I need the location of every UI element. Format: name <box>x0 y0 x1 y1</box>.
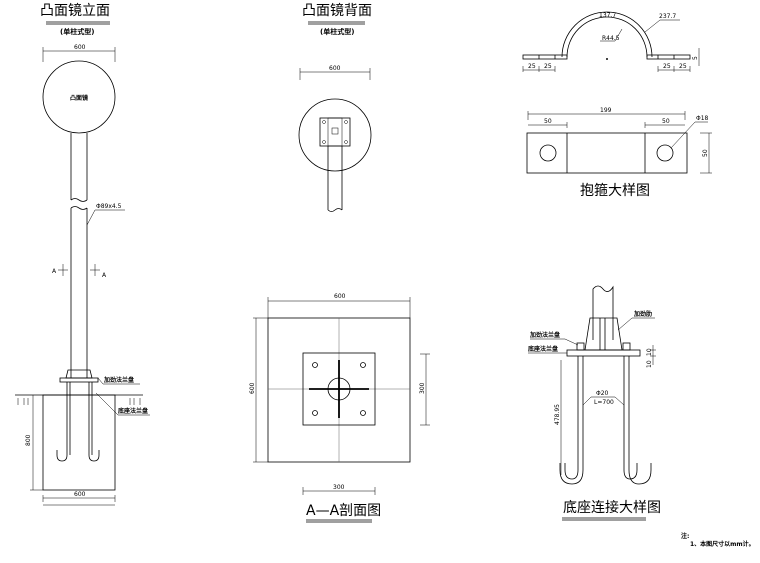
hoop-detail: 137.7 237.7 R44.5 25 25 25 25 5 199 50 5… <box>522 11 712 199</box>
detail-plate-dim: 10 <box>646 360 653 368</box>
elevation-title: 凸面镜立面 <box>40 3 110 19</box>
elevation-view: 凸面镜立面 (单柱式型) 600 凸面镜 Φ89x4.5 A A 加劲法兰盘 底… <box>15 3 150 506</box>
hoop-tab-2: 25 <box>544 63 552 70</box>
back-title: 凸面镜背面 <box>302 3 372 19</box>
label-rib: 加劲肋 <box>633 310 652 318</box>
hoop-length: 199 <box>600 107 612 114</box>
hoop-title: 抱箍大样图 <box>580 182 650 199</box>
pipe-spec: Φ89x4.5 <box>96 203 122 210</box>
base-detail: 加劲肋 加劲法兰盘 底座法兰盘 10 10 Φ20 L=700 478.95 底… <box>528 285 661 521</box>
section-mark-right: A <box>102 272 107 279</box>
section-title: A—A剖面图 <box>306 503 381 519</box>
back-subtitle: (单柱式型) <box>320 27 354 36</box>
bolt-spec: Φ20 <box>596 390 609 397</box>
hoop-end-left: 50 <box>544 118 552 125</box>
hoop-end-right: 50 <box>662 118 670 125</box>
section-view: 600 600 300 300 A—A剖面图 <box>249 293 430 523</box>
section-plate-width-dim: 300 <box>333 484 345 491</box>
section-height-dim: 600 <box>249 382 256 394</box>
foundation-block <box>42 394 116 491</box>
hoop-height: 50 <box>702 149 709 157</box>
detail-plate-dim-2: 10 <box>646 348 653 356</box>
hoop-tab-4: 25 <box>679 63 687 70</box>
section-width-dim: 600 <box>334 293 346 300</box>
hoop-arc-outer: 237.7 <box>659 13 676 20</box>
hoop-tab-3: 25 <box>663 63 671 70</box>
label-base-flange: 底座法兰盘 <box>118 407 148 415</box>
hoop-tab-1: 25 <box>528 63 536 70</box>
mirror-label: 凸面镜 <box>70 94 88 102</box>
mirror-circle <box>42 60 116 134</box>
label-stiff-flange: 加劲法兰盘 <box>103 376 134 384</box>
hoop-thickness: 5 <box>692 56 699 60</box>
bolt-length: L=700 <box>594 399 614 406</box>
elevation-subtitle: (单柱式型) <box>60 27 94 36</box>
hoop-hole: Φ18 <box>696 115 709 122</box>
detail-label-base-flange: 底座法兰盘 <box>528 345 558 353</box>
back-view: 凸面镜背面 (单柱式型) 600 <box>298 3 372 212</box>
notes-heading: 注: <box>681 532 689 540</box>
elevation-width-dim: 600 <box>74 44 86 51</box>
notes-line-1: 1、本图尺寸以mm计。 <box>690 540 755 548</box>
anchor-dim: 478.95 <box>554 404 561 425</box>
base-detail-title: 底座连接大样图 <box>563 499 661 516</box>
section-plate-dim: 300 <box>419 382 426 394</box>
hoop-radius: R44.5 <box>602 35 620 42</box>
depth-dim: 800 <box>25 434 32 446</box>
hoop-arc-inner: 137.7 <box>599 12 616 19</box>
section-mark-left: A <box>52 268 57 275</box>
foundation-width-dim: 600 <box>74 491 86 498</box>
back-width-dim: 600 <box>329 65 341 72</box>
detail-label-stiff-flange: 加劲法兰盘 <box>529 331 560 339</box>
notes: 注: 1、本图尺寸以mm计。 <box>681 532 755 548</box>
